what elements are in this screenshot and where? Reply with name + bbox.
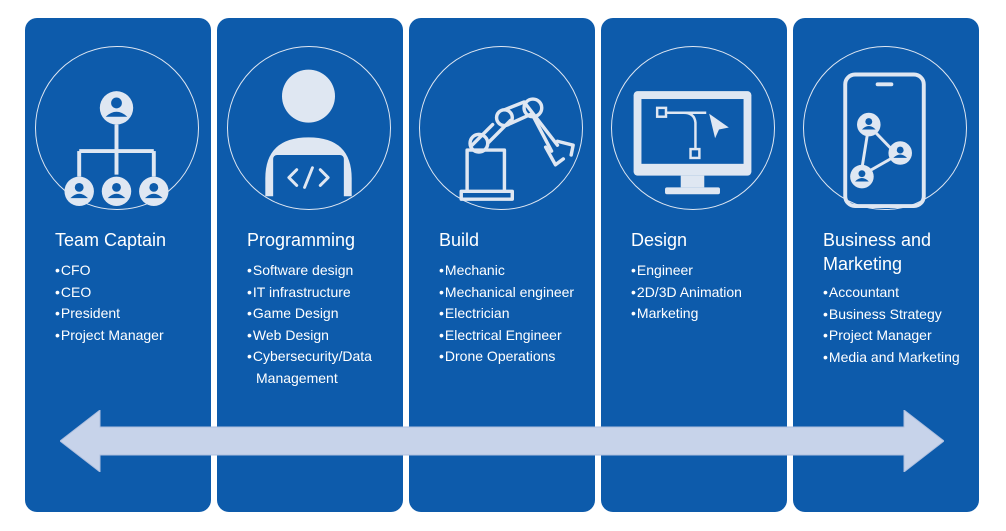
panel-list: Engineer 2D/3D Animation Marketing [631,260,742,325]
icon-circle [803,46,967,210]
icon-circle [611,46,775,210]
list-item: Project Manager [823,325,960,347]
panel-list: Software design IT infrastructure Game D… [247,260,403,389]
list-item: Game Design [247,303,403,325]
list-item: Accountant [823,282,960,304]
list-item: Web Design [247,325,403,347]
panel-title: Design [631,230,688,250]
panel-list: CFO CEO President Project Manager [55,260,164,346]
list-item: Electrical Engineer [439,325,574,347]
list-item: Mechanic [439,260,574,282]
programmer-laptop-icon [265,69,352,203]
panel-title: Build [439,230,480,250]
list-item: Media and Marketing [823,347,960,369]
list-item: Mechanical engineer [439,282,574,304]
panel-list: Accountant Business Strategy Project Man… [823,282,960,368]
panel-title: Business and Marketing [823,230,932,274]
list-item: Engineer [631,260,742,282]
icon-circle [227,46,391,210]
monitor-vector-design-icon [633,91,752,195]
robotic-arm-icon [459,97,575,201]
panel-title: Programming [247,230,356,250]
list-item: Business Strategy [823,304,960,326]
list-item: Cybersecurity/Data Management [247,346,403,389]
double-arrow-icon [60,410,944,472]
phone-network-icon [843,72,926,208]
list-item: Electrician [439,303,574,325]
list-item: Software design [247,260,403,282]
icon-circle [419,46,583,210]
list-item: CFO [55,260,164,282]
list-item: IT infrastructure [247,282,403,304]
org-chart-icon [64,91,169,207]
list-item: Marketing [631,303,742,325]
list-item: Project Manager [55,325,164,347]
icon-circle [35,46,199,210]
list-item: 2D/3D Animation [631,282,742,304]
list-item: Drone Operations [439,346,574,368]
panel-list: Mechanic Mechanical engineer Electrician… [439,260,574,368]
panel-title: Team Captain [55,230,167,250]
list-item: CEO [55,282,164,304]
list-item: President [55,303,164,325]
